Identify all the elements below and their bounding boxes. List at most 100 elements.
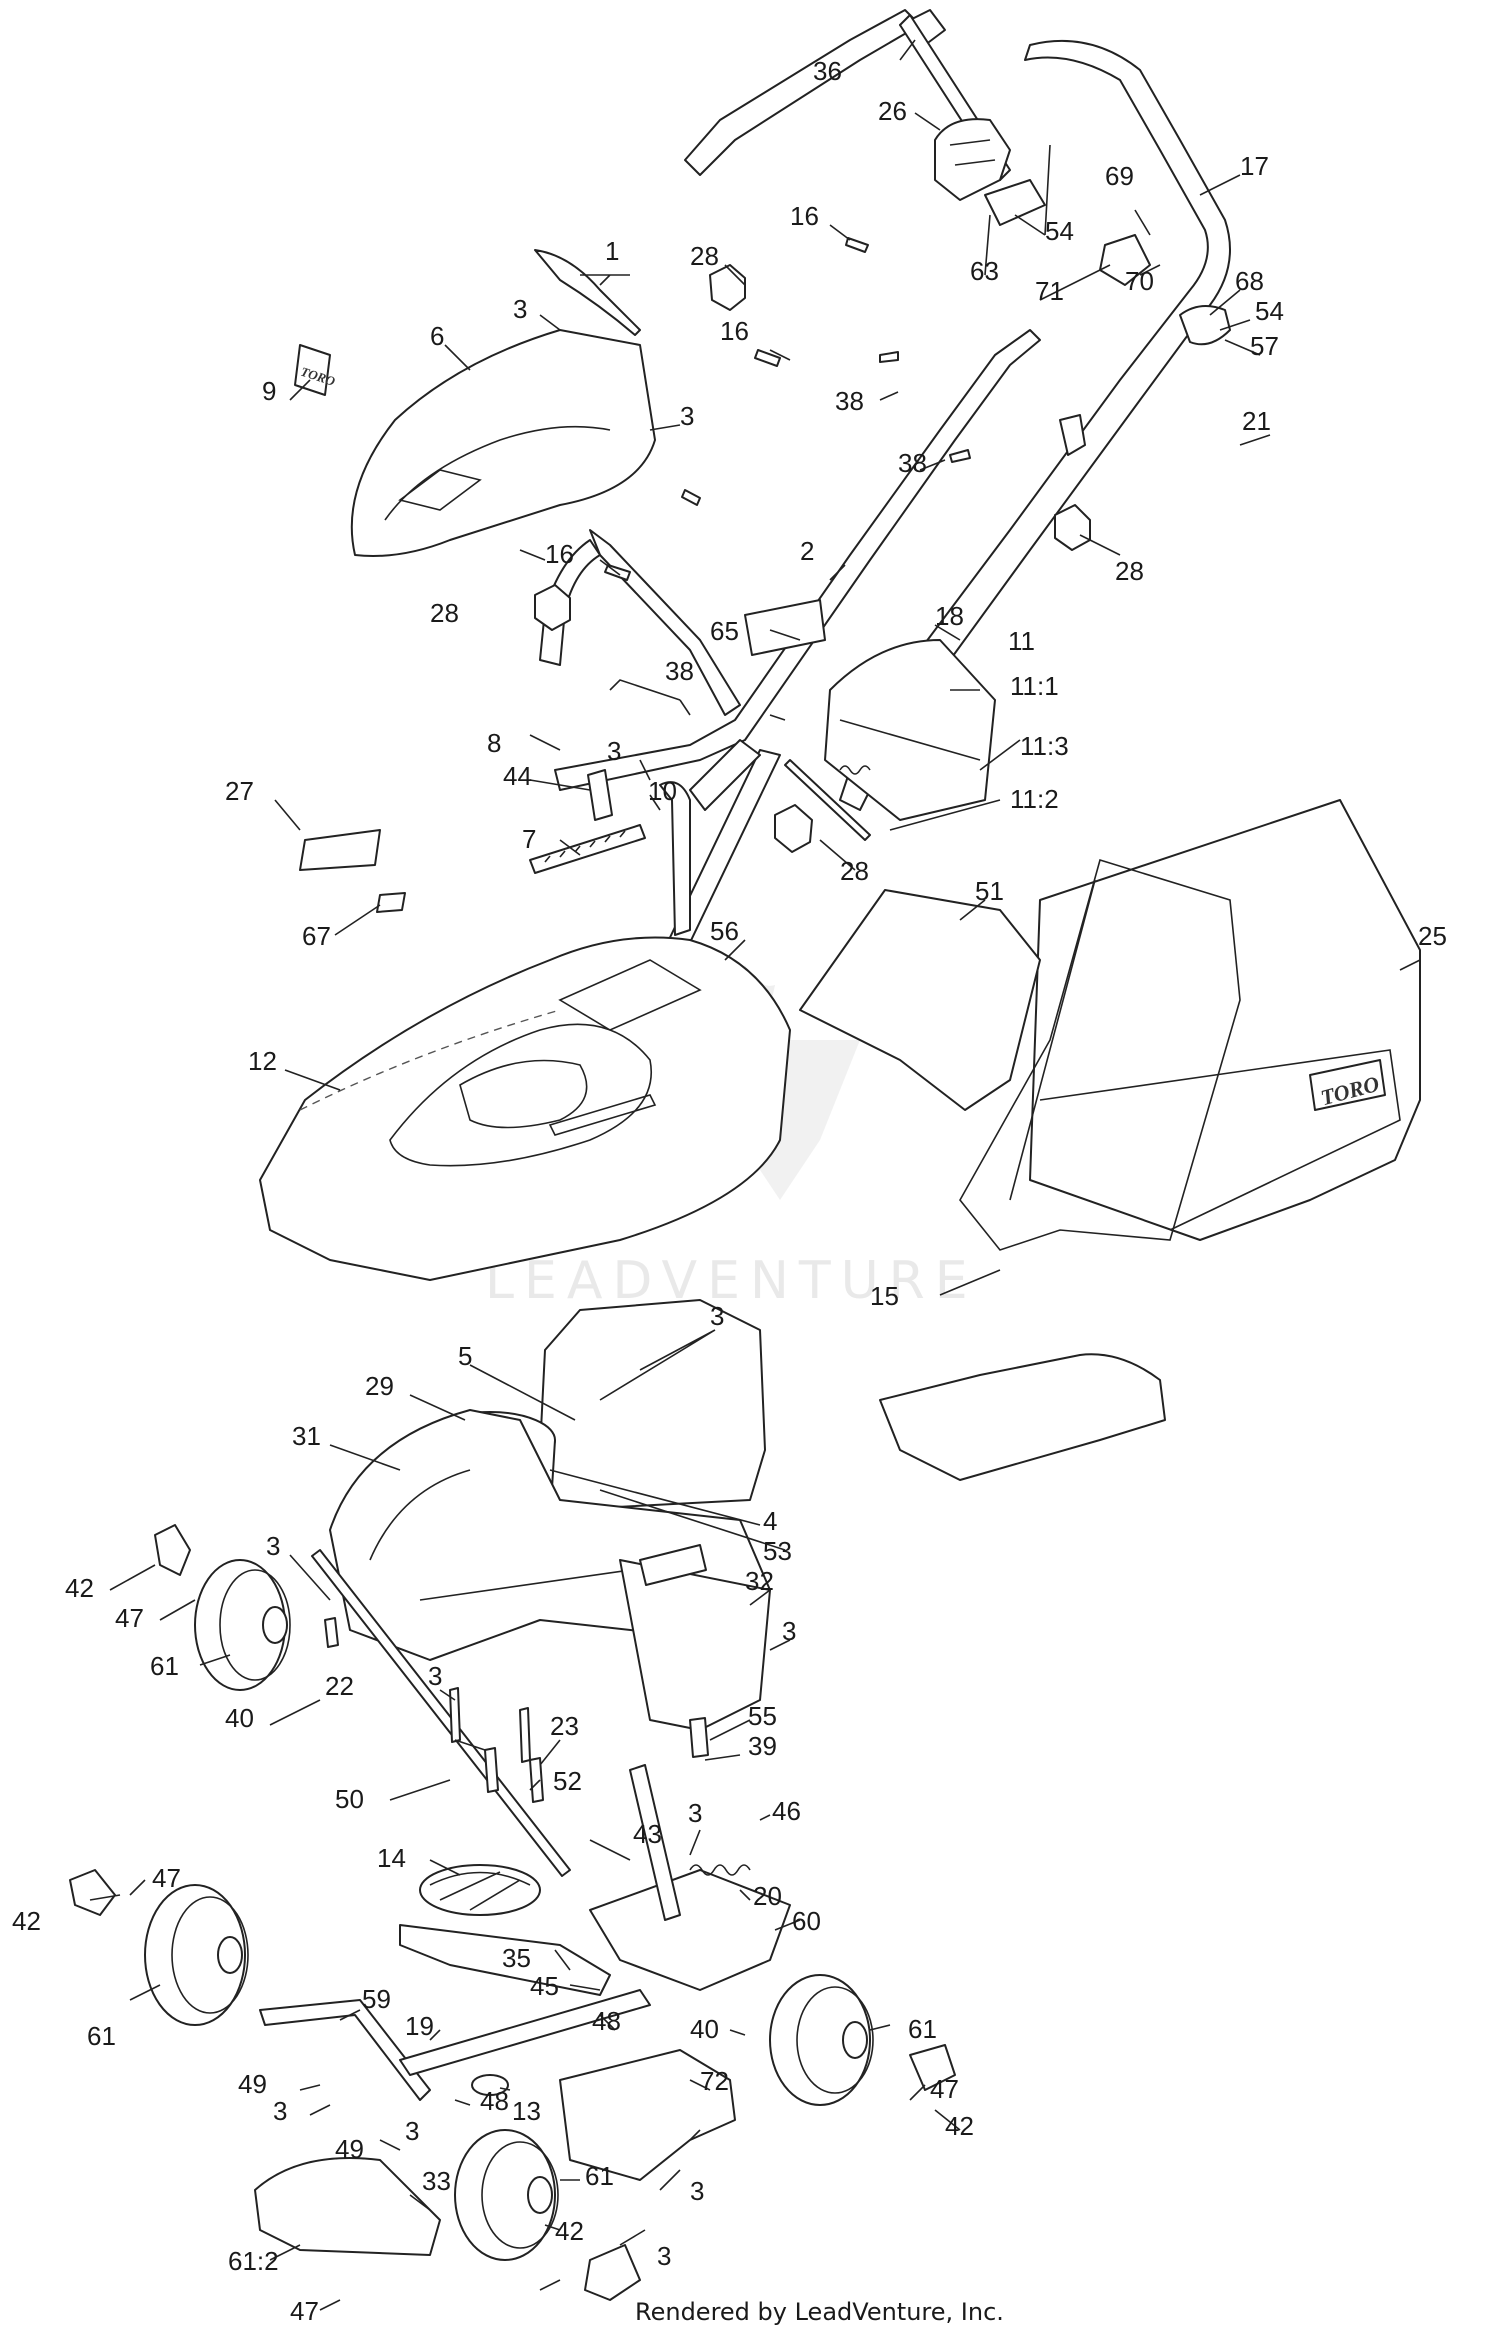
callout-label: 47 [930, 2074, 959, 2104]
screw [949, 449, 971, 463]
callout-label: 28 [1115, 556, 1144, 586]
callout-label: 47 [290, 2296, 319, 2326]
callout-label: 69 [1105, 161, 1134, 191]
deck [329, 1409, 771, 1731]
crank-arm [259, 1999, 431, 2101]
callout-label: 28 [690, 241, 719, 271]
baffle-cover [559, 2049, 736, 2181]
leader-lines [89, 39, 1421, 2311]
flap-rod [784, 759, 871, 841]
screw [681, 489, 701, 506]
callout-label: 60 [792, 1906, 821, 1936]
callout-label: 13 [512, 2096, 541, 2126]
callout-label: 3 [513, 294, 527, 324]
callout-label: 39 [748, 1731, 777, 1761]
callout-label: 31 [292, 1421, 321, 1451]
callout-label: 38 [665, 656, 694, 686]
callout-label: 25 [1418, 921, 1447, 951]
callout-label: 3 [782, 1616, 796, 1646]
callout-label: 3 [428, 1661, 442, 1691]
front-right-wheel [769, 1974, 874, 2106]
lever-rod [629, 1764, 681, 1921]
callout-label: 14 [377, 1843, 406, 1873]
callout-label: 27 [225, 776, 254, 806]
top-cover [350, 329, 656, 557]
callout-label: 61 [585, 2161, 614, 2191]
callout-label: 26 [878, 96, 907, 126]
discharge-chute [799, 889, 1041, 1111]
callout-label: 21 [1242, 406, 1271, 436]
callout-label: 50 [335, 1784, 364, 1814]
callout-label: 3 [405, 2116, 419, 2146]
callout-label: 48 [592, 2006, 621, 2036]
callout-label: 42 [65, 1573, 94, 1603]
callout-label: 45 [530, 1971, 559, 2001]
callout-label: 2 [800, 536, 814, 566]
callout-label: 3 [273, 2096, 287, 2126]
callout-label: 59 [362, 1984, 391, 2014]
switch-box [934, 118, 1011, 201]
callout-label: 70 [1125, 266, 1154, 296]
lever-spring [689, 1864, 751, 1876]
switch-lever [1099, 234, 1151, 286]
callout-label: 61 [87, 2021, 116, 2051]
callout-label: 65 [710, 616, 739, 646]
callout-label: 11:2 [1010, 784, 1059, 814]
handle-knob [1054, 504, 1091, 551]
callout-label: 42 [12, 1906, 41, 1936]
callout-label: 57 [1250, 331, 1279, 361]
lower-cover [254, 2157, 441, 2256]
callout-label: 52 [553, 1766, 582, 1796]
callout-label: 16 [545, 539, 574, 569]
callout-label: 7 [522, 824, 536, 854]
callout-label: 49 [238, 2069, 267, 2099]
callout-label: 32 [745, 1566, 774, 1596]
callout-label: 22 [325, 1671, 354, 1701]
handle-knob [534, 584, 571, 631]
callout-label: 3 [688, 1798, 702, 1828]
rear-flap [824, 639, 996, 821]
callout-label: 9 [262, 376, 276, 406]
callout-label: 3 [690, 2176, 704, 2206]
callout-label: 8 [487, 728, 501, 758]
hub-cap [69, 1869, 116, 1916]
callout-label: 42 [945, 2111, 974, 2141]
callout-label: 28 [840, 856, 869, 886]
callout-label: 38 [835, 386, 864, 416]
screw [879, 351, 899, 363]
callout-label: 29 [365, 1371, 394, 1401]
hub-cap [154, 1524, 191, 1576]
hub-cap [909, 2044, 956, 2091]
callout-label: 20 [753, 1881, 782, 1911]
callout-label: 68 [1235, 266, 1264, 296]
rack-teeth [544, 830, 626, 863]
side-decal [299, 829, 381, 871]
deflector-strip [534, 249, 641, 336]
cable-clip [1059, 414, 1086, 456]
callout-label: 11:1 [1010, 671, 1059, 701]
callout-label: 10 [648, 776, 677, 806]
callout-label: 38 [898, 448, 927, 478]
switch-bracket [984, 179, 1046, 226]
handle-knob [709, 264, 746, 311]
flap-spring [839, 765, 871, 775]
callout-label: 71 [1035, 276, 1064, 306]
callout-label: 35 [502, 1943, 531, 1973]
callout-label: 3 [657, 2241, 671, 2271]
motor-housing [539, 1299, 766, 1511]
cutting-blade [399, 1924, 611, 1996]
toro-badge [294, 344, 331, 396]
callout-label: 47 [152, 1863, 181, 1893]
screw [754, 349, 781, 367]
callout-label: 23 [550, 1711, 579, 1741]
callout-label: 3 [680, 401, 694, 431]
callout-label: 55 [748, 1701, 777, 1731]
capacitor [639, 1544, 707, 1586]
callout-label: 53 [763, 1536, 792, 1566]
callout-label: 36 [813, 56, 842, 86]
callout-label: 51 [975, 876, 1004, 906]
callout-label: 44 [503, 761, 532, 791]
callout-label: 47 [115, 1603, 144, 1633]
